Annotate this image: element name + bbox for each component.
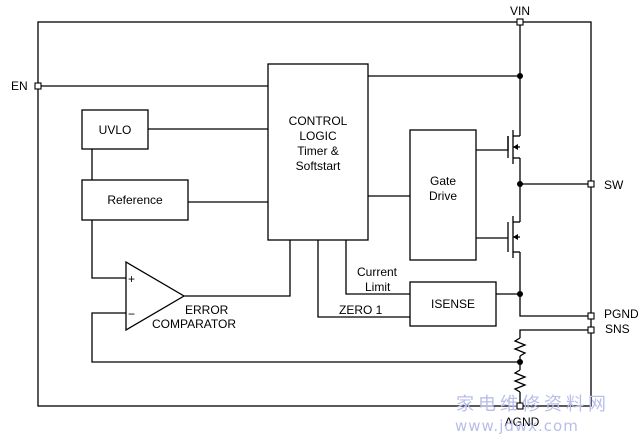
error-comparator [125,260,186,332]
current-limit-wire [345,240,410,295]
resistor-bottom [513,369,527,393]
gate-drive-line-1: Gate [430,174,456,188]
uvlo-label: UVLO [99,123,132,137]
comparator-label-1: ERROR [185,303,229,317]
ic-outline [37,21,592,407]
pgnd-wire [519,252,589,317]
comparator-label-2: COMPARATOR [152,317,236,331]
en-label: EN [11,79,28,93]
sns-label: SNS [605,322,630,336]
control-logic-line-3: Timer & [297,144,339,158]
feedback-wire [91,312,520,363]
vin-label: VIN [510,4,530,18]
isense-block [409,281,497,327]
current-limit-label-2: Limit [365,280,391,294]
sns-pin [587,326,595,334]
isense-label: ISENSE [431,297,475,311]
gate-drive-line-2: Drive [429,189,457,203]
zero1-wire [317,240,410,318]
current-limit-label-1: Current [357,265,398,279]
gate-drive-block [409,129,477,261]
comparator-plus: + [128,272,135,286]
reference-block [81,179,189,221]
junction-vin [517,73,523,79]
low-side-mosfet [507,216,520,258]
uvlo-block [81,109,149,150]
agnd-label: AGND [505,415,540,429]
sw-label: SW [604,178,624,192]
comparator-to-logic-wire [184,240,291,297]
junction-sw [517,181,523,187]
control-logic-line-1: CONTROL [289,114,348,128]
reference-to-comparator-wire [91,220,126,279]
junction-isense [517,291,523,297]
sns-wire [519,329,589,338]
watermark-url: www.jdwx.com [455,417,579,434]
zero1-label: ZERO 1 [339,303,383,317]
agnd-pin [516,402,524,410]
vin-pin [516,18,524,26]
pgnd-label: PGND [604,307,639,321]
watermark-text: 家电维修资料网 [456,394,610,415]
resistor-top [513,337,527,357]
comparator-minus: − [128,307,135,321]
control-logic-line-4: Softstart [296,159,341,173]
control-logic-block [267,63,369,241]
en-pin [34,82,42,90]
pgnd-pin [587,312,595,320]
sw-pin [587,180,595,188]
gate-high-wire [476,136,509,151]
high-side-mosfet [507,130,520,164]
reference-label: Reference [107,193,163,207]
control-logic-line-2: LOGIC [299,129,337,143]
junction-divider [517,359,523,365]
